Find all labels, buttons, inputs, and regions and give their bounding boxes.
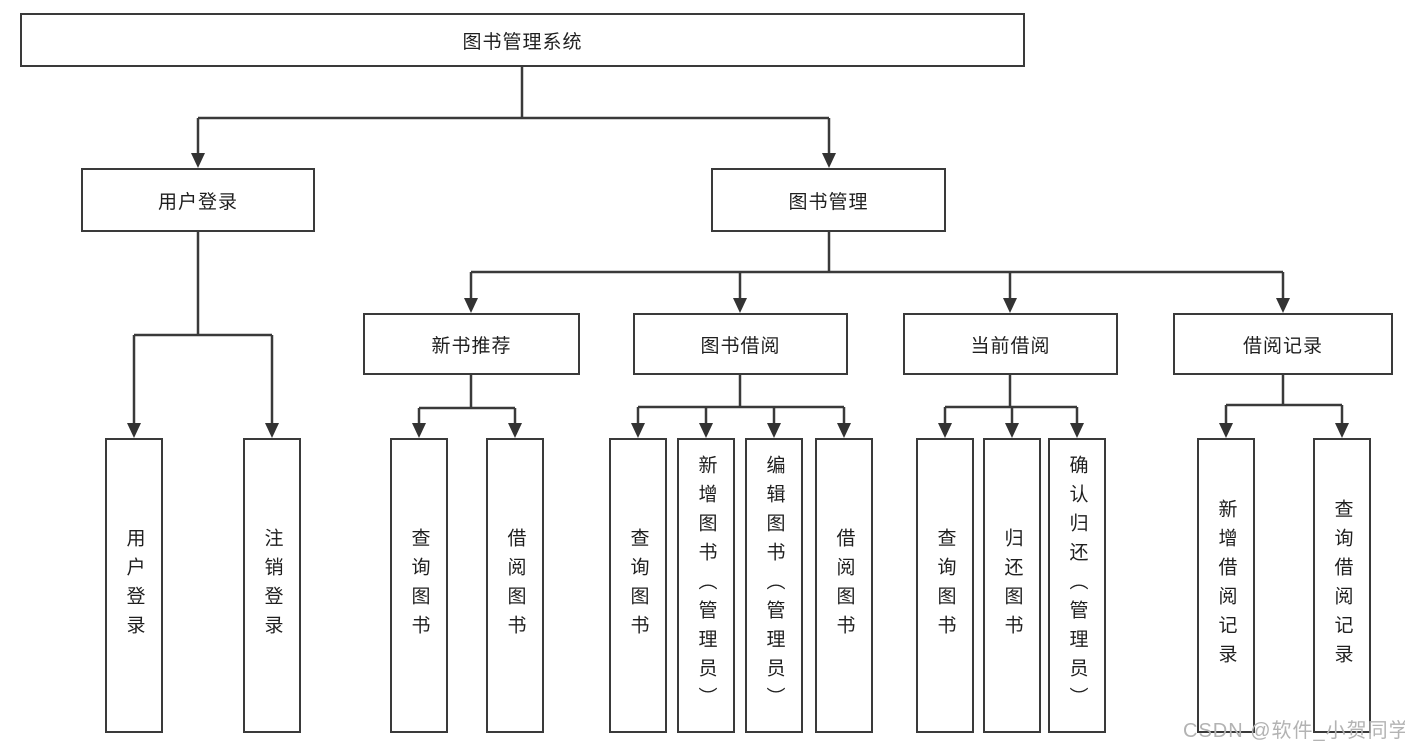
- node-label: 注销登录: [261, 527, 283, 644]
- connector-user-login-children: [127, 232, 279, 438]
- arrowhead: [631, 423, 645, 438]
- arrowhead: [837, 423, 851, 438]
- leaf-user-login: 用户登录: [105, 438, 163, 733]
- arrowhead: [1276, 298, 1290, 313]
- node-label: 借阅图书: [833, 527, 855, 644]
- connector-line: [196, 67, 831, 158]
- node-label: 借阅图书: [504, 527, 526, 644]
- arrowhead: [822, 153, 836, 168]
- connector-line: [1224, 375, 1344, 428]
- node-label: 图书管理: [788, 191, 869, 213]
- arrowhead: [1219, 423, 1233, 438]
- node-label: 新增借阅记录: [1215, 498, 1237, 673]
- node-label: 编辑图书（管理员）: [763, 455, 785, 716]
- leaf-query-books-current: 查询图书: [916, 438, 974, 733]
- connector-line: [636, 375, 846, 428]
- node-label: 查询图书: [934, 527, 956, 644]
- node-label: 用户登录: [123, 527, 145, 644]
- connector-root-to-level2: [191, 67, 836, 168]
- node-label: 用户登录: [157, 191, 238, 213]
- connector-line: [943, 375, 1079, 428]
- node-label: 当前借阅: [970, 335, 1051, 357]
- leaf-logout: 注销登录: [243, 438, 301, 733]
- arrowhead: [1003, 298, 1017, 313]
- node-label: 查询借阅记录: [1331, 498, 1353, 673]
- node-book-management: 图书管理: [711, 168, 946, 232]
- node-label: 查询图书: [408, 527, 430, 644]
- leaf-add-books-admin: 新增图书（管理员）: [677, 438, 735, 733]
- leaf-add-borrow-record: 新增借阅记录: [1197, 438, 1255, 733]
- node-label: 借阅记录: [1242, 335, 1323, 357]
- leaf-query-books: 查询图书: [609, 438, 667, 733]
- arrowhead: [265, 423, 279, 438]
- connector-book-borrow-children: [631, 375, 851, 438]
- leaf-borrow-books-recommend: 借阅图书: [486, 438, 544, 733]
- leaf-confirm-return-admin: 确认归还（管理员）: [1048, 438, 1106, 733]
- node-user-login: 用户登录: [81, 168, 315, 232]
- arrowhead: [767, 423, 781, 438]
- arrowhead: [464, 298, 478, 313]
- node-root-system: 图书管理系统: [20, 13, 1025, 67]
- arrowhead: [1335, 423, 1349, 438]
- node-label: 图书借阅: [700, 335, 781, 357]
- connector-borrow-records-children: [1219, 375, 1349, 438]
- node-current-borrow: 当前借阅: [903, 313, 1118, 375]
- connector-line: [132, 232, 274, 428]
- connector-line: [469, 232, 1285, 303]
- node-new-book-recommend: 新书推荐: [363, 313, 580, 375]
- arrowhead: [191, 153, 205, 168]
- node-book-borrow: 图书借阅: [633, 313, 848, 375]
- arrowhead: [508, 423, 522, 438]
- leaf-query-borrow-record: 查询借阅记录: [1313, 438, 1371, 733]
- leaf-return-books: 归还图书: [983, 438, 1041, 733]
- arrowhead: [938, 423, 952, 438]
- connector-new-books-children: [412, 375, 522, 438]
- connector-line: [417, 375, 517, 428]
- node-label: 新书推荐: [431, 335, 512, 357]
- connector-book-mgmt-to-level3: [464, 232, 1290, 313]
- arrowhead: [733, 298, 747, 313]
- connector-current-borrow-children: [938, 375, 1084, 438]
- node-label: 图书管理系统: [462, 31, 583, 53]
- csdn-watermark: CSDN @软件_小贺同学: [1183, 720, 1405, 742]
- node-label: 新增图书（管理员）: [695, 455, 717, 716]
- arrowhead: [412, 423, 426, 438]
- node-label: 查询图书: [627, 527, 649, 644]
- node-label: 确认归还（管理员）: [1066, 455, 1088, 716]
- leaf-borrow-books: 借阅图书: [815, 438, 873, 733]
- node-label: 归还图书: [1001, 527, 1023, 644]
- arrowhead: [1070, 423, 1084, 438]
- leaf-edit-books-admin: 编辑图书（管理员）: [745, 438, 803, 733]
- node-borrow-records: 借阅记录: [1173, 313, 1393, 375]
- arrowhead: [127, 423, 141, 438]
- leaf-query-books-recommend: 查询图书: [390, 438, 448, 733]
- arrowhead: [699, 423, 713, 438]
- arrowhead: [1005, 423, 1019, 438]
